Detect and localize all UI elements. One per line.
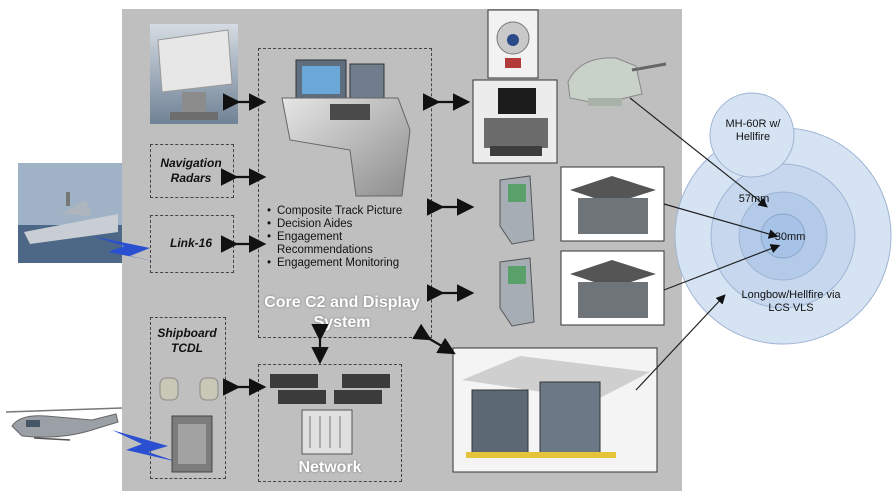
core-c2-box <box>258 48 432 338</box>
link16-label: Link-16 <box>169 236 212 250</box>
tcdl-equipment-icon <box>159 377 219 473</box>
ship-icon <box>18 163 122 263</box>
capability-item: Engagement Monitoring <box>265 257 435 270</box>
capability-item: Engagement Recommendations <box>265 231 435 257</box>
tcdl-beam-icon <box>112 430 178 462</box>
gun-mount-icon <box>567 57 667 106</box>
navigation-radars-label: Navigation Radars <box>160 156 222 185</box>
longbow-label: Longbow/Hellfire via LCS VLS <box>741 289 841 314</box>
camera-turret-icon <box>487 9 539 79</box>
57mm-label: 57mm <box>738 193 770 205</box>
workstation-icon <box>499 175 535 327</box>
pointer-lines <box>629 97 781 391</box>
network-box <box>258 364 402 482</box>
30mm-label: 30mm <box>774 231 806 243</box>
network-title: Network <box>298 459 362 476</box>
mission-module-icon <box>560 166 665 326</box>
radar-icon <box>150 24 238 124</box>
capability-item: Composite Track Picture <box>265 205 435 218</box>
connector-arrows <box>220 93 475 396</box>
network-switch-icon <box>270 374 390 455</box>
link16-beam-icon <box>92 236 158 262</box>
workstation-icon <box>472 79 558 164</box>
console-icon <box>281 59 411 197</box>
tcdl-box <box>150 317 226 479</box>
capability-item: Decision Aides <box>265 218 435 231</box>
core-c2-capabilities: Composite Track Picture Decision Aides E… <box>265 205 435 270</box>
mh60r-label: MH-60R w/ Hellfire <box>725 118 781 143</box>
shipboard-tcdl-label: Shipboard TCDL <box>157 326 217 355</box>
server-rack-icon <box>452 347 658 473</box>
range-rings <box>674 92 892 345</box>
helicopter-icon <box>5 407 123 441</box>
